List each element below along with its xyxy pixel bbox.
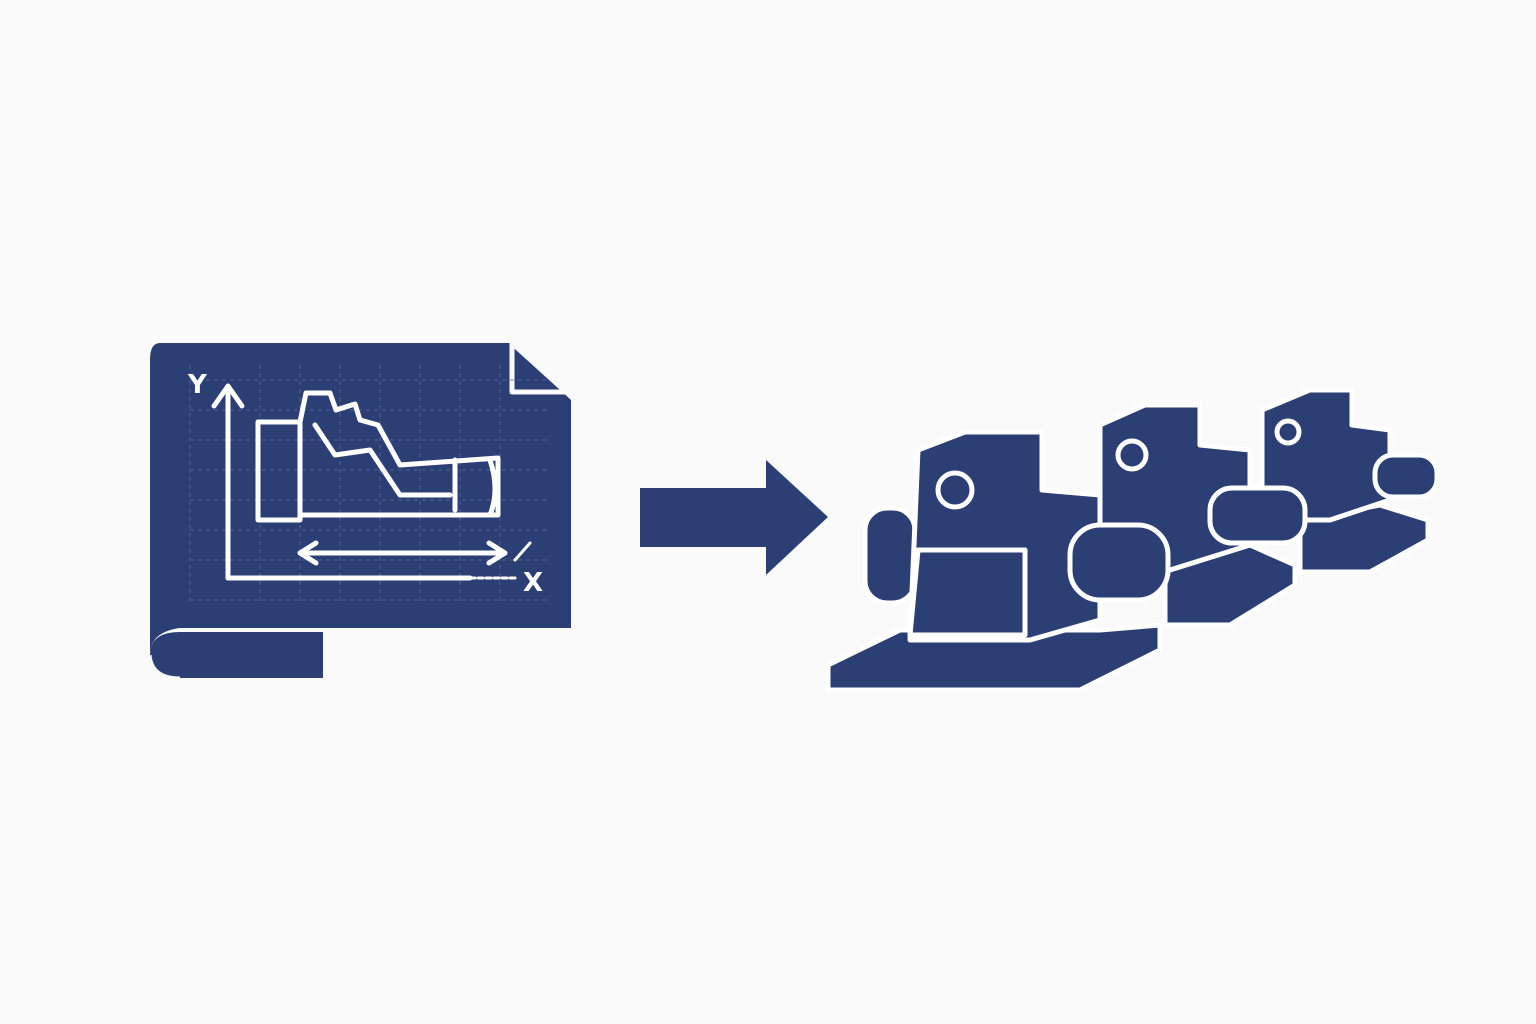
y-axis-label: Y <box>187 370 208 400</box>
blueprint-icon: Y X <box>148 340 571 680</box>
arrow-right-icon <box>640 460 828 575</box>
dimension-arrow <box>297 540 508 566</box>
part-outline <box>255 390 501 523</box>
y-axis <box>211 383 245 581</box>
machine-part-front <box>825 429 1171 693</box>
machine-part-back <box>1259 387 1440 575</box>
x-axis-label: X <box>523 568 543 598</box>
machine-parts-icon <box>825 387 1440 693</box>
